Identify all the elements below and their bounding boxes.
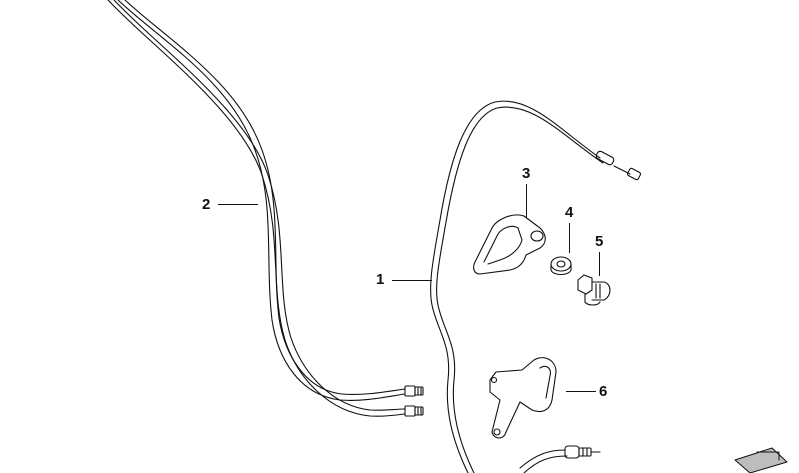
leader-1 <box>392 280 432 281</box>
callout-5: 5 <box>595 233 604 250</box>
leader-2 <box>218 204 258 205</box>
callout-3: 3 <box>522 165 531 182</box>
leader-4 <box>569 223 570 253</box>
cable-1 <box>430 100 642 473</box>
cable-2-end-lower <box>404 405 424 417</box>
cable-2-end-upper <box>404 385 424 397</box>
cable-2 <box>107 0 424 417</box>
callout-1: 1 <box>376 271 385 288</box>
bracket-6 <box>489 357 557 439</box>
bolt-5 <box>577 274 611 306</box>
washer-4 <box>550 256 572 276</box>
callout-4: 4 <box>565 204 574 221</box>
brand-logo <box>734 447 788 473</box>
cable-1-end-top <box>595 150 642 181</box>
leader-5 <box>599 252 600 276</box>
leader-3 <box>526 184 527 218</box>
callout-2: 2 <box>202 196 211 213</box>
callout-6: 6 <box>599 383 608 400</box>
cable-1-end-bottom <box>519 445 601 473</box>
bracket-3 <box>473 214 546 275</box>
leader-6 <box>566 391 596 392</box>
